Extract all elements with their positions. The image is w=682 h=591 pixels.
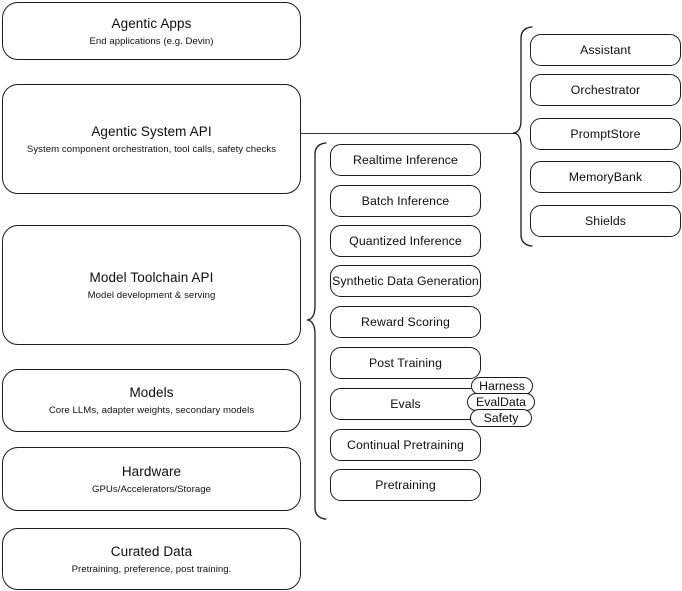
toolchain-component-label: Continual Pretraining (347, 437, 464, 452)
system-component-assistant[interactable]: Assistant (530, 34, 681, 66)
stack-layer-subtitle: System component orchestration, tool cal… (26, 143, 277, 155)
system-component-promptstore[interactable]: PromptStore (530, 118, 681, 150)
toolchain-component-pretraining[interactable]: Pretraining (330, 469, 481, 501)
toolchain-component-label: Batch Inference (361, 193, 450, 208)
stack-layer-subtitle: GPUs/Accelerators/Storage (91, 483, 212, 495)
connector-system-api-to-components (301, 133, 517, 135)
eval-badge-evaldata[interactable]: EvalData (467, 393, 535, 411)
toolchain-component-batch-inference[interactable]: Batch Inference (330, 185, 481, 217)
eval-badge-label: Safety (483, 411, 519, 425)
eval-badge-label: EvalData (476, 395, 526, 409)
toolchain-component-reward-scoring[interactable]: Reward Scoring (330, 306, 481, 338)
system-component-label: PromptStore (570, 126, 641, 141)
system-component-label: MemoryBank (568, 169, 643, 184)
eval-badge-safety[interactable]: Safety (470, 409, 532, 427)
stack-layer-title: Model Toolchain API (89, 269, 214, 285)
stack-layer-title: Agentic System API (91, 123, 212, 139)
stack-layer-title: Hardware (121, 463, 182, 479)
stack-layer-agentic-apps[interactable]: Agentic Apps End applications (e.g. Devi… (2, 2, 301, 60)
toolchain-component-continual-pretraining[interactable]: Continual Pretraining (330, 429, 481, 461)
toolchain-component-label: Quantized Inference (349, 233, 462, 248)
brace-model-toolchain (306, 138, 332, 528)
toolchain-component-evals[interactable]: Evals (330, 388, 481, 420)
system-component-orchestrator[interactable]: Orchestrator (530, 74, 681, 106)
eval-badge-harness[interactable]: Harness (471, 377, 533, 395)
toolchain-component-post-training[interactable]: Post Training (330, 347, 481, 379)
toolchain-component-label: Synthetic Data Generation (332, 273, 479, 288)
stack-layer-curated-data[interactable]: Curated Data Pretraining, preference, po… (2, 528, 301, 590)
system-component-label: Shields (584, 213, 627, 228)
stack-layer-agentic-system-api[interactable]: Agentic System API System component orch… (2, 84, 301, 194)
toolchain-component-label: Post Training (368, 355, 443, 370)
stack-layer-model-toolchain-api[interactable]: Model Toolchain API Model development & … (2, 225, 301, 345)
system-component-label: Orchestrator (570, 82, 641, 97)
stack-layer-title: Models (129, 385, 174, 400)
stack-layer-title: Curated Data (110, 543, 193, 559)
toolchain-component-synthetic-data-generation[interactable]: Synthetic Data Generation (330, 265, 481, 297)
system-component-memorybank[interactable]: MemoryBank (530, 161, 681, 193)
stack-layer-subtitle: End applications (e.g. Devin) (89, 35, 214, 47)
eval-badge-label: Harness (479, 379, 525, 393)
toolchain-component-realtime-inference[interactable]: Realtime Inference (330, 144, 481, 176)
system-component-shields[interactable]: Shields (530, 205, 681, 237)
system-component-label: Assistant (580, 42, 631, 57)
toolchain-component-label: Evals (390, 396, 421, 411)
toolchain-component-label: Pretraining (375, 477, 436, 492)
stack-layer-subtitle: Model development & serving (87, 289, 216, 301)
stack-layer-title: Agentic Apps (111, 15, 192, 31)
toolchain-component-label: Reward Scoring (361, 314, 450, 329)
toolchain-component-label: Realtime Inference (352, 152, 458, 167)
stack-layer-models[interactable]: Models Core LLMs, adapter weights, secon… (2, 369, 301, 432)
stack-layer-subtitle: Core LLMs, adapter weights, secondary mo… (48, 405, 255, 416)
stack-layer-hardware[interactable]: Hardware GPUs/Accelerators/Storage (2, 447, 301, 511)
toolchain-component-quantized-inference[interactable]: Quantized Inference (330, 225, 481, 257)
stack-layer-subtitle: Pretraining, preference, post training. (71, 563, 232, 575)
